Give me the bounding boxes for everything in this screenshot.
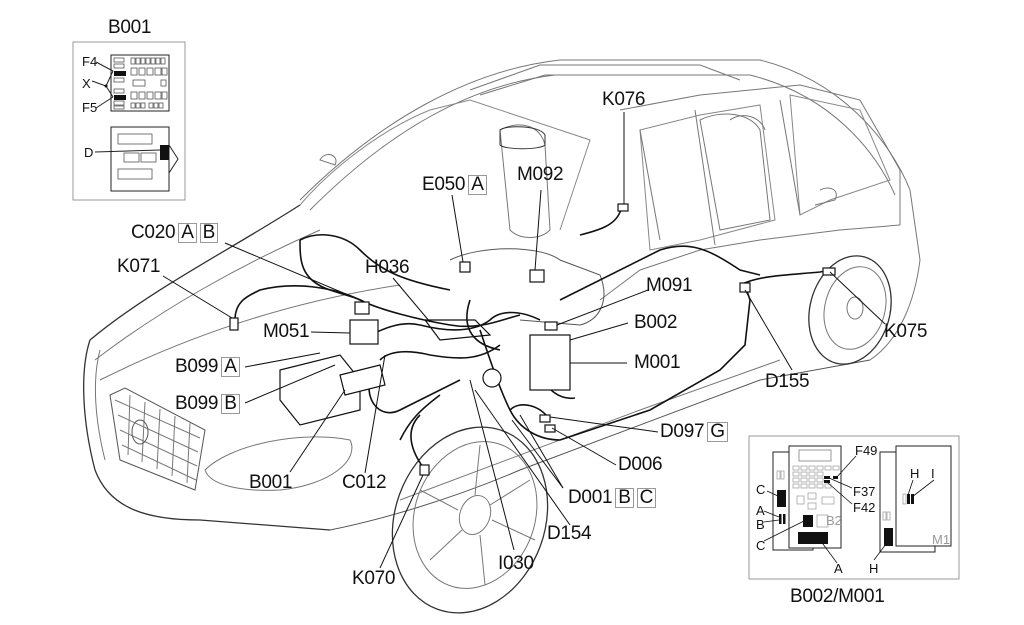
fuse-f4 — [114, 71, 126, 76]
inset-b002-label-b: B — [756, 517, 765, 532]
inset-b002-m001-frame — [748, 435, 960, 580]
inset-b001-label-x: X — [82, 76, 91, 91]
connector-d097 — [539, 414, 551, 423]
inset-b001-label-f5: F5 — [82, 100, 98, 115]
car-body-outline — [83, 59, 921, 614]
inset-b002-label-f37: F37 — [853, 484, 876, 499]
connector-h — [907, 494, 910, 504]
callout-m092: M092 — [517, 164, 564, 185]
fuse-f5 — [114, 95, 126, 100]
junction-x — [104, 84, 108, 88]
inset-b001-frame — [72, 41, 186, 201]
inset-b001-label-f4: F4 — [82, 54, 98, 69]
callout-k075: K075 — [884, 321, 928, 342]
connector-c020 — [354, 301, 370, 315]
connector-c-upper — [777, 490, 786, 507]
inset-b001-highlighted-fuses — [104, 71, 169, 160]
battery — [279, 354, 361, 426]
inset-b001-fusebox — [91, 54, 179, 192]
inset-b001-fuses — [113, 57, 168, 180]
connector-c-lower — [803, 515, 813, 527]
callout-b001: B001 — [249, 472, 293, 493]
callout-b002: B002 — [634, 312, 678, 333]
inset-b002-label-f42: F42 — [853, 500, 876, 515]
connector-a-lower — [798, 532, 828, 544]
inset-m001-label-h-lower: H — [869, 561, 879, 576]
inset-b002-label-a: A — [756, 503, 765, 518]
fuse-f49 — [833, 476, 838, 479]
connector-k071 — [229, 317, 239, 331]
fuse-f42 — [824, 480, 830, 483]
callout-d006: D006 — [618, 454, 663, 475]
inset-b002-leaders — [763, 455, 935, 564]
inset-b001-label-d: D — [84, 145, 94, 160]
callout-c012: C012 — [342, 472, 387, 493]
fuse-box-b001 — [339, 364, 386, 396]
component-m051 — [349, 319, 379, 345]
inset-b002-module-label: B2 — [826, 513, 842, 528]
connector-k075 — [822, 267, 836, 276]
connector-d — [160, 145, 169, 160]
connector-k070 — [419, 464, 430, 476]
inset-b001-title: B001 — [108, 17, 152, 38]
inset-m001-module-label: M1 — [932, 532, 951, 547]
inset-b002-fuses — [776, 465, 840, 528]
component-i030 — [482, 368, 502, 388]
inset-b002-label-f49: F49 — [855, 443, 878, 458]
inset-b002-label-a-lower: A — [834, 561, 843, 576]
callout-k071: K071 — [117, 256, 161, 277]
inset-m001-label-h: H — [910, 466, 920, 481]
callout-m051: M051 — [263, 321, 310, 342]
inset-b002-label-c-upper: C — [756, 482, 766, 497]
inset-b002-m001-title: B002/M001 — [790, 586, 885, 607]
connectors — [229, 203, 836, 476]
inset-b002-label-c-lower: C — [756, 538, 766, 553]
component-b002-m001 — [529, 334, 571, 391]
callout-m001: M001 — [634, 352, 681, 373]
connector-d155 — [739, 282, 751, 293]
inset-m001-label-i: I — [931, 466, 935, 481]
connector-d006 — [544, 424, 556, 433]
callout-d154: D154 — [547, 523, 592, 544]
component-m092 — [529, 269, 545, 283]
connector-a — [779, 514, 782, 524]
callout-d155: D155 — [765, 371, 810, 392]
callout-k070: K070 — [352, 568, 396, 589]
leader-lines — [162, 112, 886, 569]
callout-h036: H036 — [365, 257, 410, 278]
callout-k076: K076 — [602, 89, 646, 110]
connector-i — [911, 494, 914, 504]
connector-b — [783, 514, 786, 524]
inset-m001-highlights — [882, 493, 914, 546]
connector-e050 — [459, 261, 471, 273]
callout-i030: I030 — [498, 553, 534, 574]
connector-m091 — [544, 321, 558, 331]
callout-m091: M091 — [646, 275, 693, 296]
connector-h-lower — [884, 528, 893, 546]
component-h036 — [423, 319, 492, 341]
connector-k076 — [617, 203, 629, 212]
fuse-f37 — [824, 476, 830, 479]
